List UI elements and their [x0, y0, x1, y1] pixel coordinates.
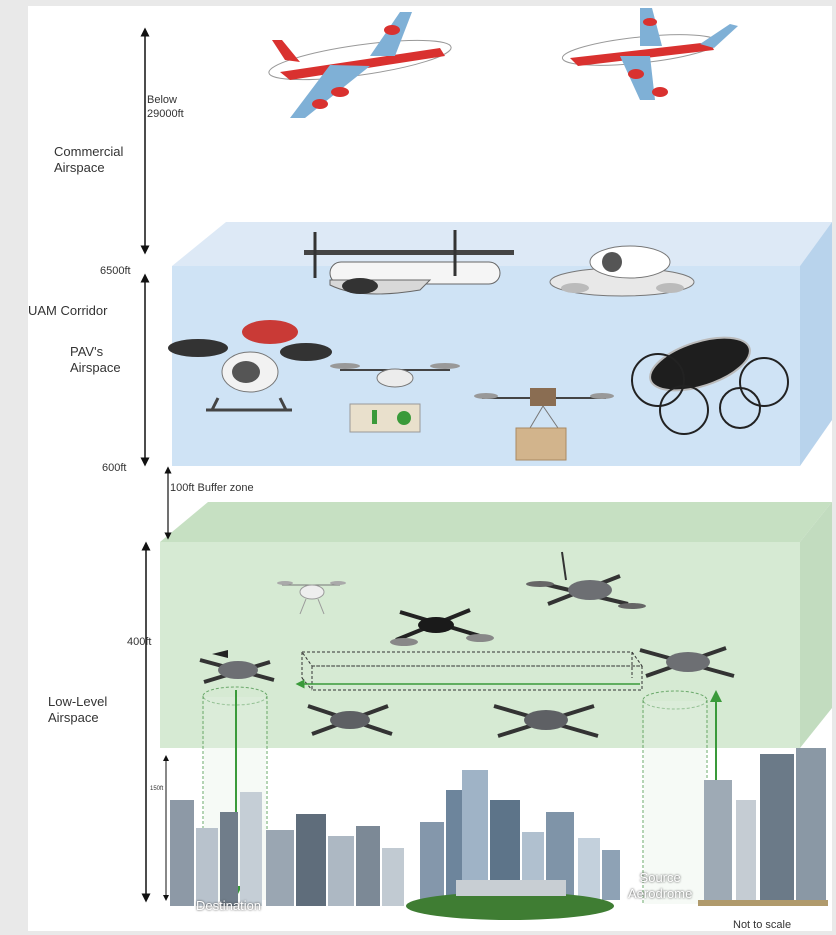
altitude-400-label: 400ft: [127, 636, 152, 648]
quadcopter-drone-right-icon: [639, 646, 735, 678]
tiltrotor-evtol-icon: [304, 230, 514, 295]
low-level-airspace-line1: Low-Level: [48, 694, 108, 709]
pav-airspace-line2: Airspace: [70, 360, 121, 376]
altitude-6500-label: 6500ft: [100, 265, 131, 277]
commercial-airplane-left-icon: [268, 12, 452, 118]
commercial-airspace-line2: Airspace: [54, 160, 105, 176]
delivery-drone-package-icon: [474, 388, 614, 461]
quadcopter-air-taxi-icon: [168, 320, 332, 412]
altitude-150-label: 150ft: [150, 786, 164, 792]
source-aerodrome-line1: Source: [639, 870, 681, 885]
quadcopter-drone-left-icon: [199, 650, 275, 684]
altitude-600-label: 600ft: [102, 462, 127, 474]
destination-label: Destination: [196, 898, 262, 913]
commercial-airspace-line1: Commercial: [54, 144, 124, 159]
city-skyline-left: [170, 792, 404, 906]
racing-drone-icon: [390, 608, 494, 646]
flying-car-pod-icon: [549, 245, 695, 297]
quadcopter-drone-top-right-icon: [526, 551, 646, 609]
city-skyline-center: [406, 770, 620, 920]
diagram-background: [28, 6, 832, 931]
buffer-zone-label: 100ft Buffer zone: [170, 482, 254, 494]
commercial-airplane-right-icon: [561, 8, 738, 100]
quadcopter-drone-bottom-right-icon: [493, 704, 599, 738]
pav-airspace-line1: PAV's: [70, 344, 104, 359]
low-level-airspace-line2: Airspace: [48, 710, 99, 726]
pav-airspace-label: PAV's Airspace: [70, 344, 121, 377]
commercial-below-text: Below: [147, 94, 177, 106]
source-aerodrome-line2: Aerodrome: [628, 886, 693, 902]
uam-corridor-label: UAM Corridor: [28, 303, 108, 318]
commercial-altitude-label: Below 29000ft: [147, 94, 184, 122]
small-white-drone-icon: [277, 581, 346, 615]
ducted-fan-evtol-icon: [631, 336, 789, 435]
low-level-airspace-label: Low-Level Airspace: [48, 694, 107, 727]
not-to-scale-note: Not to scale: [733, 919, 792, 931]
delivery-drone-medical-icon: [330, 363, 460, 433]
commercial-airspace-label: Commercial Airspace: [54, 144, 123, 177]
commercial-altitude-value: 29000ft: [147, 107, 184, 120]
source-aerodrome-label: Source Aerodrome: [628, 870, 692, 903]
source-zone-fill: [644, 701, 706, 904]
city-skyline-right: [698, 748, 828, 906]
quadcopter-drone-bottom-left-icon: [307, 704, 393, 736]
